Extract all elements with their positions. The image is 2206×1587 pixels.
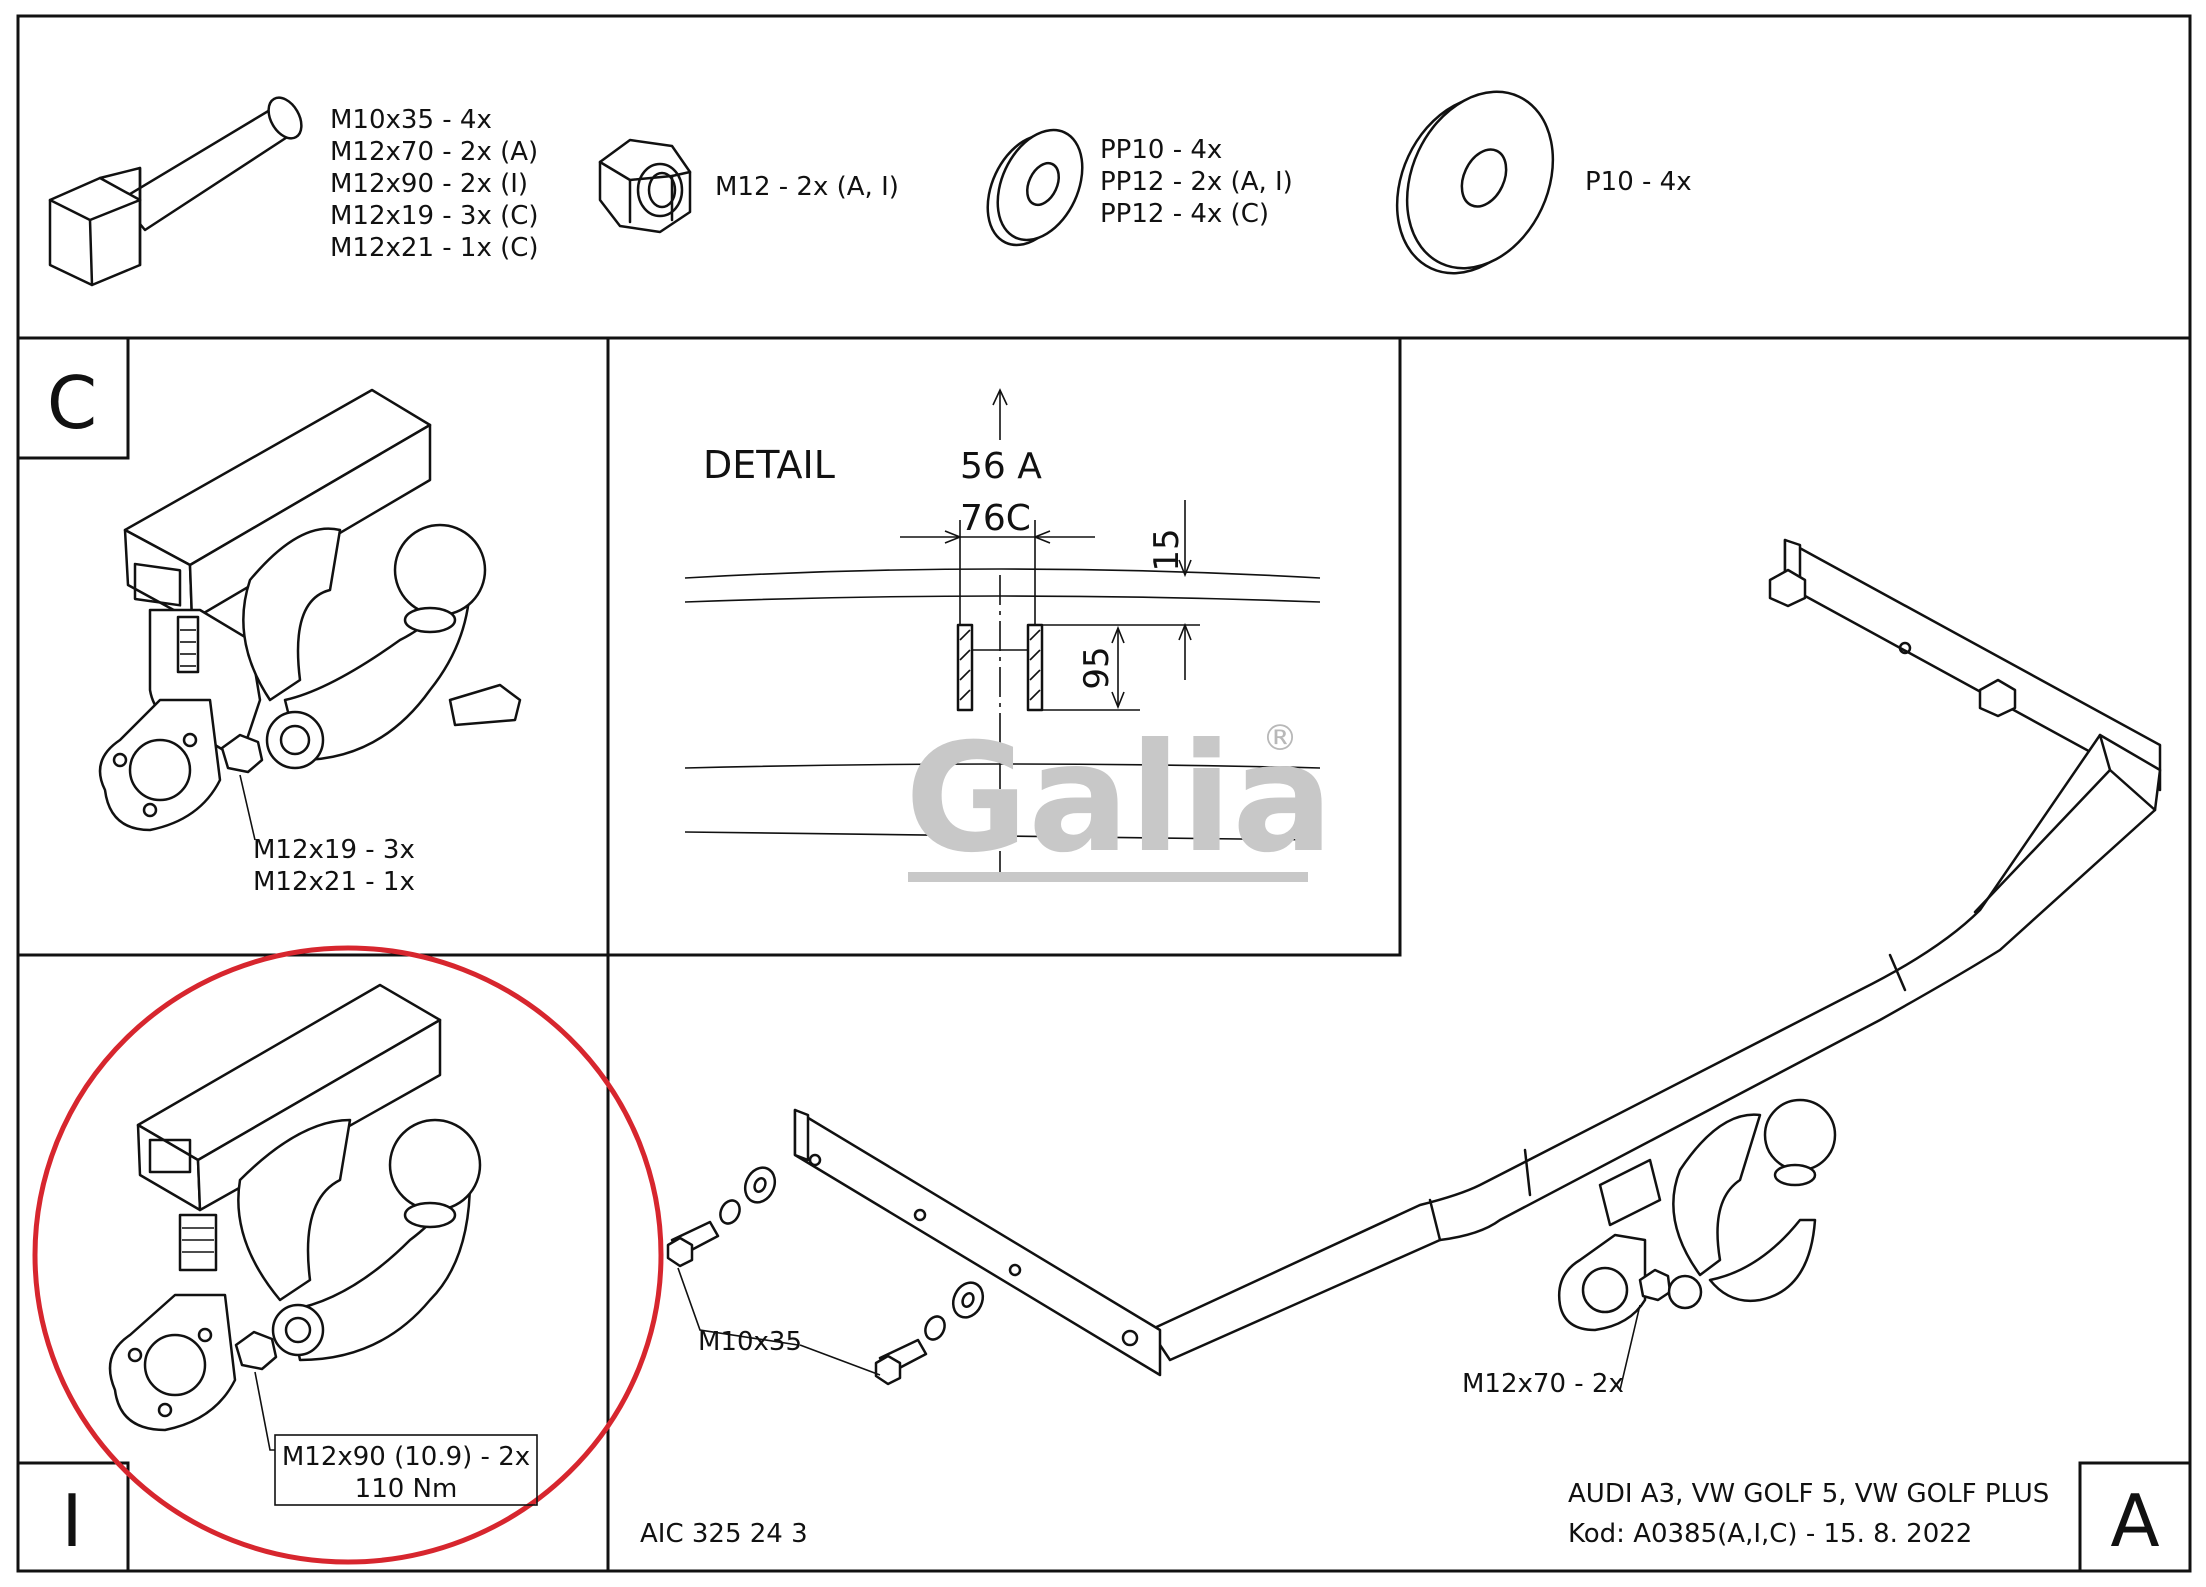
svg-text:95: 95 bbox=[1077, 646, 1117, 689]
document-code: AIC 325 24 3 bbox=[640, 1519, 808, 1549]
letter-box-i bbox=[16, 1461, 130, 1573]
svg-text:15: 15 bbox=[1147, 528, 1187, 571]
bolt-labels: M10x35 - 4x M12x70 - 2x (A) M12x90 - 2x … bbox=[330, 105, 539, 263]
nut-part bbox=[598, 138, 692, 234]
detail-title: DETAIL bbox=[703, 443, 835, 487]
panel-letter-i: I bbox=[61, 1479, 82, 1563]
hitch-c-drawing bbox=[98, 388, 522, 841]
svg-text:M10x35 - 4x: M10x35 - 4x bbox=[330, 105, 492, 135]
panel-c-label-2: M12x21 - 1x bbox=[253, 867, 415, 897]
spring-washer-part bbox=[986, 128, 1084, 247]
towbar-a-drawing bbox=[666, 538, 2162, 1391]
flat-washer-part bbox=[1395, 90, 1555, 275]
svg-text:56 A: 56 A bbox=[960, 446, 1042, 487]
detail-beam bbox=[684, 568, 1321, 880]
bolt-part bbox=[48, 96, 303, 287]
svg-text:M12x70 - 2x (A): M12x70 - 2x (A) bbox=[330, 137, 538, 167]
highlight-circle bbox=[32, 945, 664, 1565]
panel-letter-a: A bbox=[2110, 1479, 2159, 1563]
vehicle-list: AUDI A3, VW GOLF 5, VW GOLF PLUS bbox=[1568, 1479, 2049, 1509]
svg-text:PP12 - 4x (C): PP12 - 4x (C) bbox=[1100, 199, 1269, 229]
nut-label: M12 - 2x (A, I) bbox=[715, 172, 899, 202]
panel-a-label-m10: M10x35 bbox=[698, 1327, 802, 1357]
svg-text:M12x90 - 2x (I): M12x90 - 2x (I) bbox=[330, 169, 528, 199]
letter-box-c bbox=[16, 336, 130, 460]
svg-text:M12x21 - 1x (C): M12x21 - 1x (C) bbox=[330, 233, 539, 263]
outer-frame bbox=[16, 14, 2192, 1573]
panel-i-label-1: M12x90 (10.9) - 2x bbox=[282, 1442, 530, 1472]
registered-mark: ® bbox=[1262, 718, 1298, 759]
spring-washer-labels: PP10 - 4x PP12 - 2x (A, I) PP12 - 4x (C) bbox=[1100, 135, 1293, 229]
hitch-i-drawing bbox=[108, 983, 482, 1451]
svg-text:PP10 - 4x: PP10 - 4x bbox=[1100, 135, 1222, 165]
watermark-underline bbox=[908, 872, 1308, 882]
galia-watermark: Galia bbox=[905, 712, 1333, 886]
kod-line: Kod: A0385(A,I,C) - 15. 8. 2022 bbox=[1568, 1519, 1972, 1549]
flat-washer-label: P10 - 4x bbox=[1585, 167, 1692, 197]
panel-letter-c: C bbox=[47, 361, 97, 445]
detail-box bbox=[608, 338, 1402, 957]
svg-text:76C: 76C bbox=[960, 498, 1031, 539]
svg-text:PP12 - 2x (A, I): PP12 - 2x (A, I) bbox=[1100, 167, 1293, 197]
panel-a-label-m12: M12x70 - 2x bbox=[1462, 1369, 1624, 1399]
svg-text:M12x19 - 3x (C): M12x19 - 3x (C) bbox=[330, 201, 539, 231]
panel-i-label-2: 110 Nm bbox=[355, 1474, 458, 1504]
detail-dimensions: 56 A 76C 15 95 bbox=[900, 388, 1200, 711]
panel-c-label-1: M12x19 - 3x bbox=[253, 835, 415, 865]
letter-box-a bbox=[2078, 1461, 2192, 1573]
panel-i-label-box bbox=[274, 1434, 538, 1506]
